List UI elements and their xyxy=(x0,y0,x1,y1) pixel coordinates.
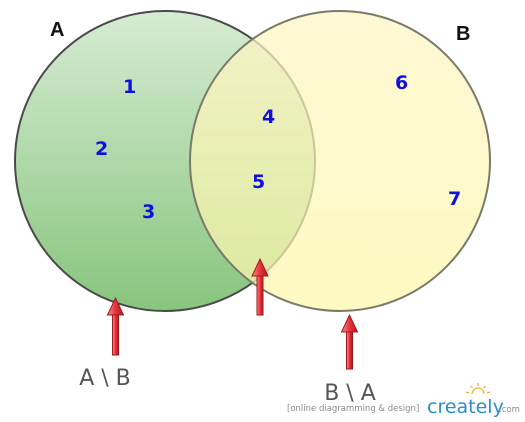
arrow-intersection xyxy=(251,257,269,316)
creately-watermark: [online diagramming & design] creately .… xyxy=(287,383,520,418)
element-a-only: 1 xyxy=(123,76,136,98)
label-a-minus-b: A \ B xyxy=(79,366,131,391)
label-b-minus-a: B \ A xyxy=(324,381,376,406)
watermark-tagline: [online diagramming & design] xyxy=(287,404,419,414)
set-b-circle xyxy=(189,10,491,312)
element-intersection: 5 xyxy=(252,171,265,193)
arrow-b-minus-a xyxy=(340,313,359,370)
element-intersection: 4 xyxy=(262,106,275,128)
arrow-a-minus-b xyxy=(106,296,125,356)
set-a-label: A xyxy=(50,19,64,41)
watermark-brand: creately xyxy=(427,396,504,418)
element-a-only: 3 xyxy=(142,201,155,223)
set-b-label: B xyxy=(456,23,470,45)
element-b-only: 6 xyxy=(395,72,408,94)
sun-icon xyxy=(465,383,491,395)
element-b-only: 7 xyxy=(448,188,461,210)
watermark-domain: .com xyxy=(499,405,520,415)
element-a-only: 2 xyxy=(95,138,108,160)
